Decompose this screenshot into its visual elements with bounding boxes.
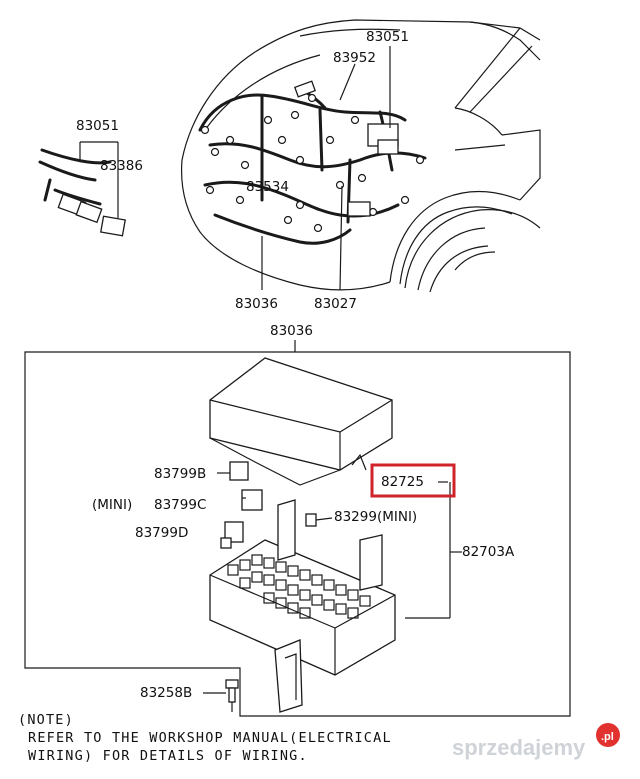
label-83036-bottom: 83036: [235, 296, 278, 312]
label-83952: 83952: [333, 50, 376, 66]
fuse-83299: [305, 513, 333, 527]
label-83051-left: 83051: [76, 118, 119, 134]
label-83386: 83386: [100, 158, 143, 174]
label-mini-prefix: (MINI): [92, 497, 132, 513]
relay-83799D: [220, 521, 244, 549]
fusebox-cover: [209, 357, 393, 486]
relay-83799B: [217, 461, 249, 481]
left-harness-detail: [38, 141, 126, 237]
label-83258B: 83258B: [140, 685, 192, 701]
detail-frame: [24, 351, 571, 717]
leader-lines-bottom: [203, 482, 462, 694]
leader-lines-top: [261, 46, 391, 291]
watermark-badge: [596, 723, 620, 747]
label-83799C: 83799C: [154, 497, 206, 513]
note-line-2: WIRING) FOR DETAILS OF WIRING.: [28, 748, 308, 764]
label-83036-box: 83036: [270, 323, 313, 339]
bolt-83258B: [225, 679, 239, 712]
engine-harness: [198, 80, 427, 245]
label-83534: 83534: [246, 179, 289, 195]
junction-block: [209, 499, 396, 713]
label-83027: 83027: [314, 296, 357, 312]
relay-83799C: [241, 489, 263, 511]
label-83299: 83299(MINI): [334, 509, 417, 525]
note-title: (NOTE): [18, 712, 74, 728]
label-83799B: 83799B: [154, 466, 206, 482]
label-83051-top: 83051: [366, 29, 409, 45]
watermark-text: sprzedajemy: [452, 735, 586, 760]
car-body-outline: [180, 19, 541, 293]
highlight-box: [370, 463, 456, 498]
label-83799D: 83799D: [135, 525, 188, 541]
watermark-badge-text: .pl: [601, 731, 614, 743]
note-line-1: REFER TO THE WORKSHOP MANUAL(ELECTRICAL: [28, 730, 392, 746]
label-82725: 82725: [381, 474, 424, 490]
label-82703A: 82703A: [462, 544, 515, 560]
